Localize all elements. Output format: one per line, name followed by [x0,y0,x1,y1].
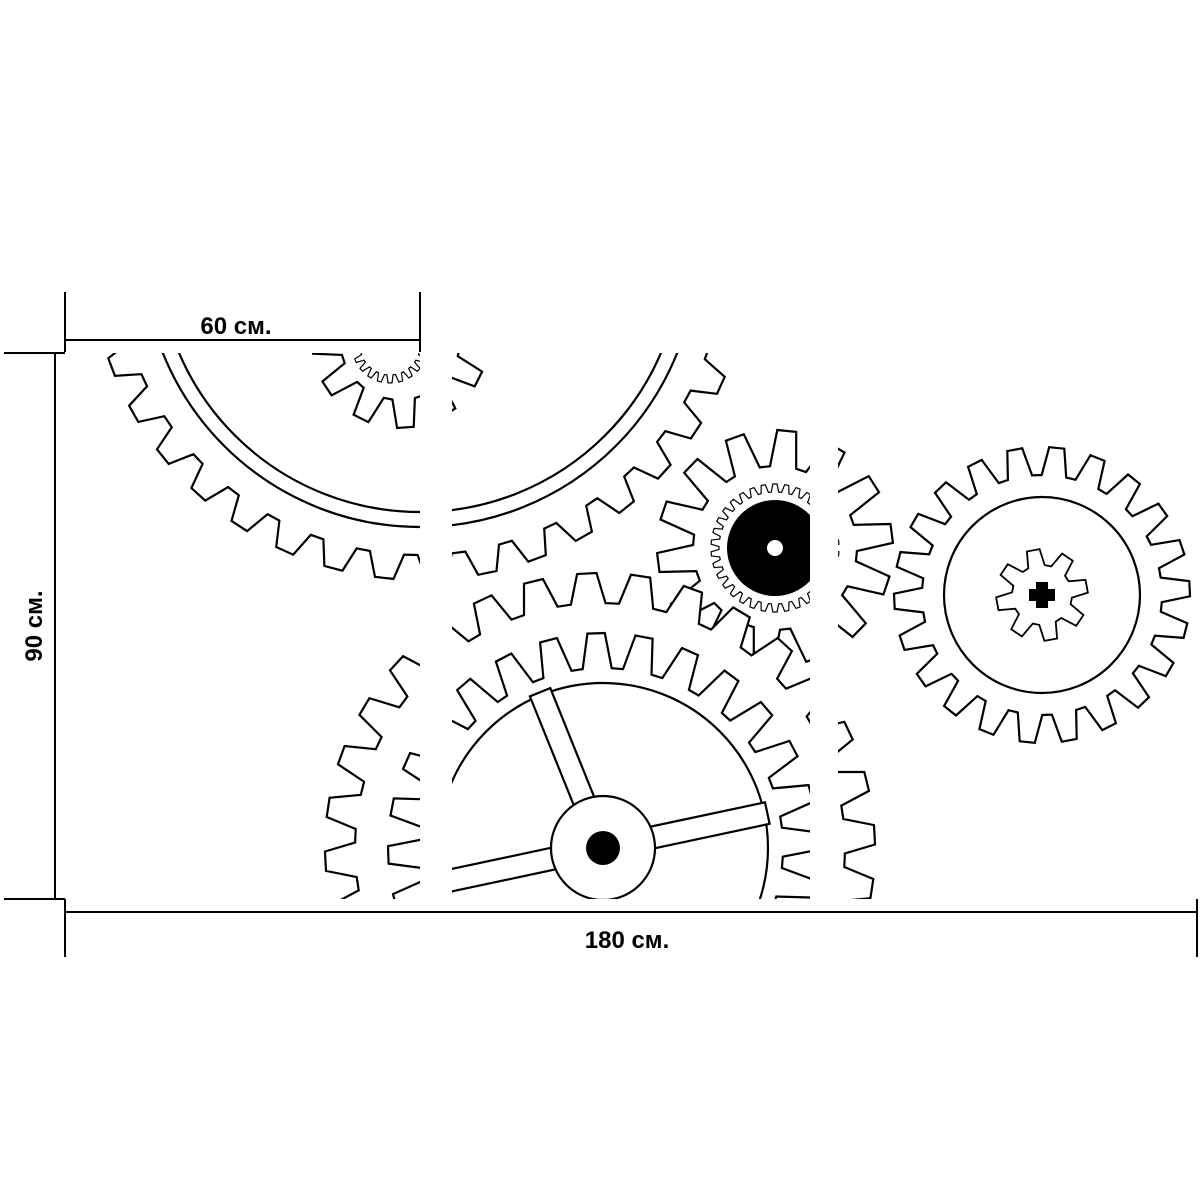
small-top-gear-inner-teeth [353,353,420,384]
bottom-left-gear-outline [838,720,877,899]
panel-middle-gears [452,353,810,899]
total-width-label: 180 см. [585,927,669,954]
height-label: 90 см. [21,590,48,661]
panel-right-gears [838,446,1192,899]
right-gear-cross-axle [1029,582,1055,608]
total-width-dimension: 180 см. [64,899,1198,957]
panel-width-dimension: 60 см. [64,292,421,352]
medium-gear-inner-teeth [710,483,810,613]
spoked-gear-hub [586,831,620,865]
panel-right [838,353,1200,899]
small-top-gear-outline [311,353,420,430]
large-gear-outline [452,353,727,577]
medium-gear-outline [838,447,895,639]
small-top-gear-outline [452,353,484,412]
right-gear-rim [942,495,1142,695]
spoked-gear-rim [452,681,770,899]
large-gear-outline [106,353,420,581]
panel-width-label: 60 см. [200,313,271,340]
height-dimension: 90 см. [4,352,65,900]
panel-left [66,353,420,899]
spoked-gear-outline [386,751,420,899]
medium-gear-axle-hole [767,540,783,556]
panel-left-gears [106,353,420,899]
bottom-left-gear-outline [323,654,420,899]
panel-middle [452,353,810,899]
